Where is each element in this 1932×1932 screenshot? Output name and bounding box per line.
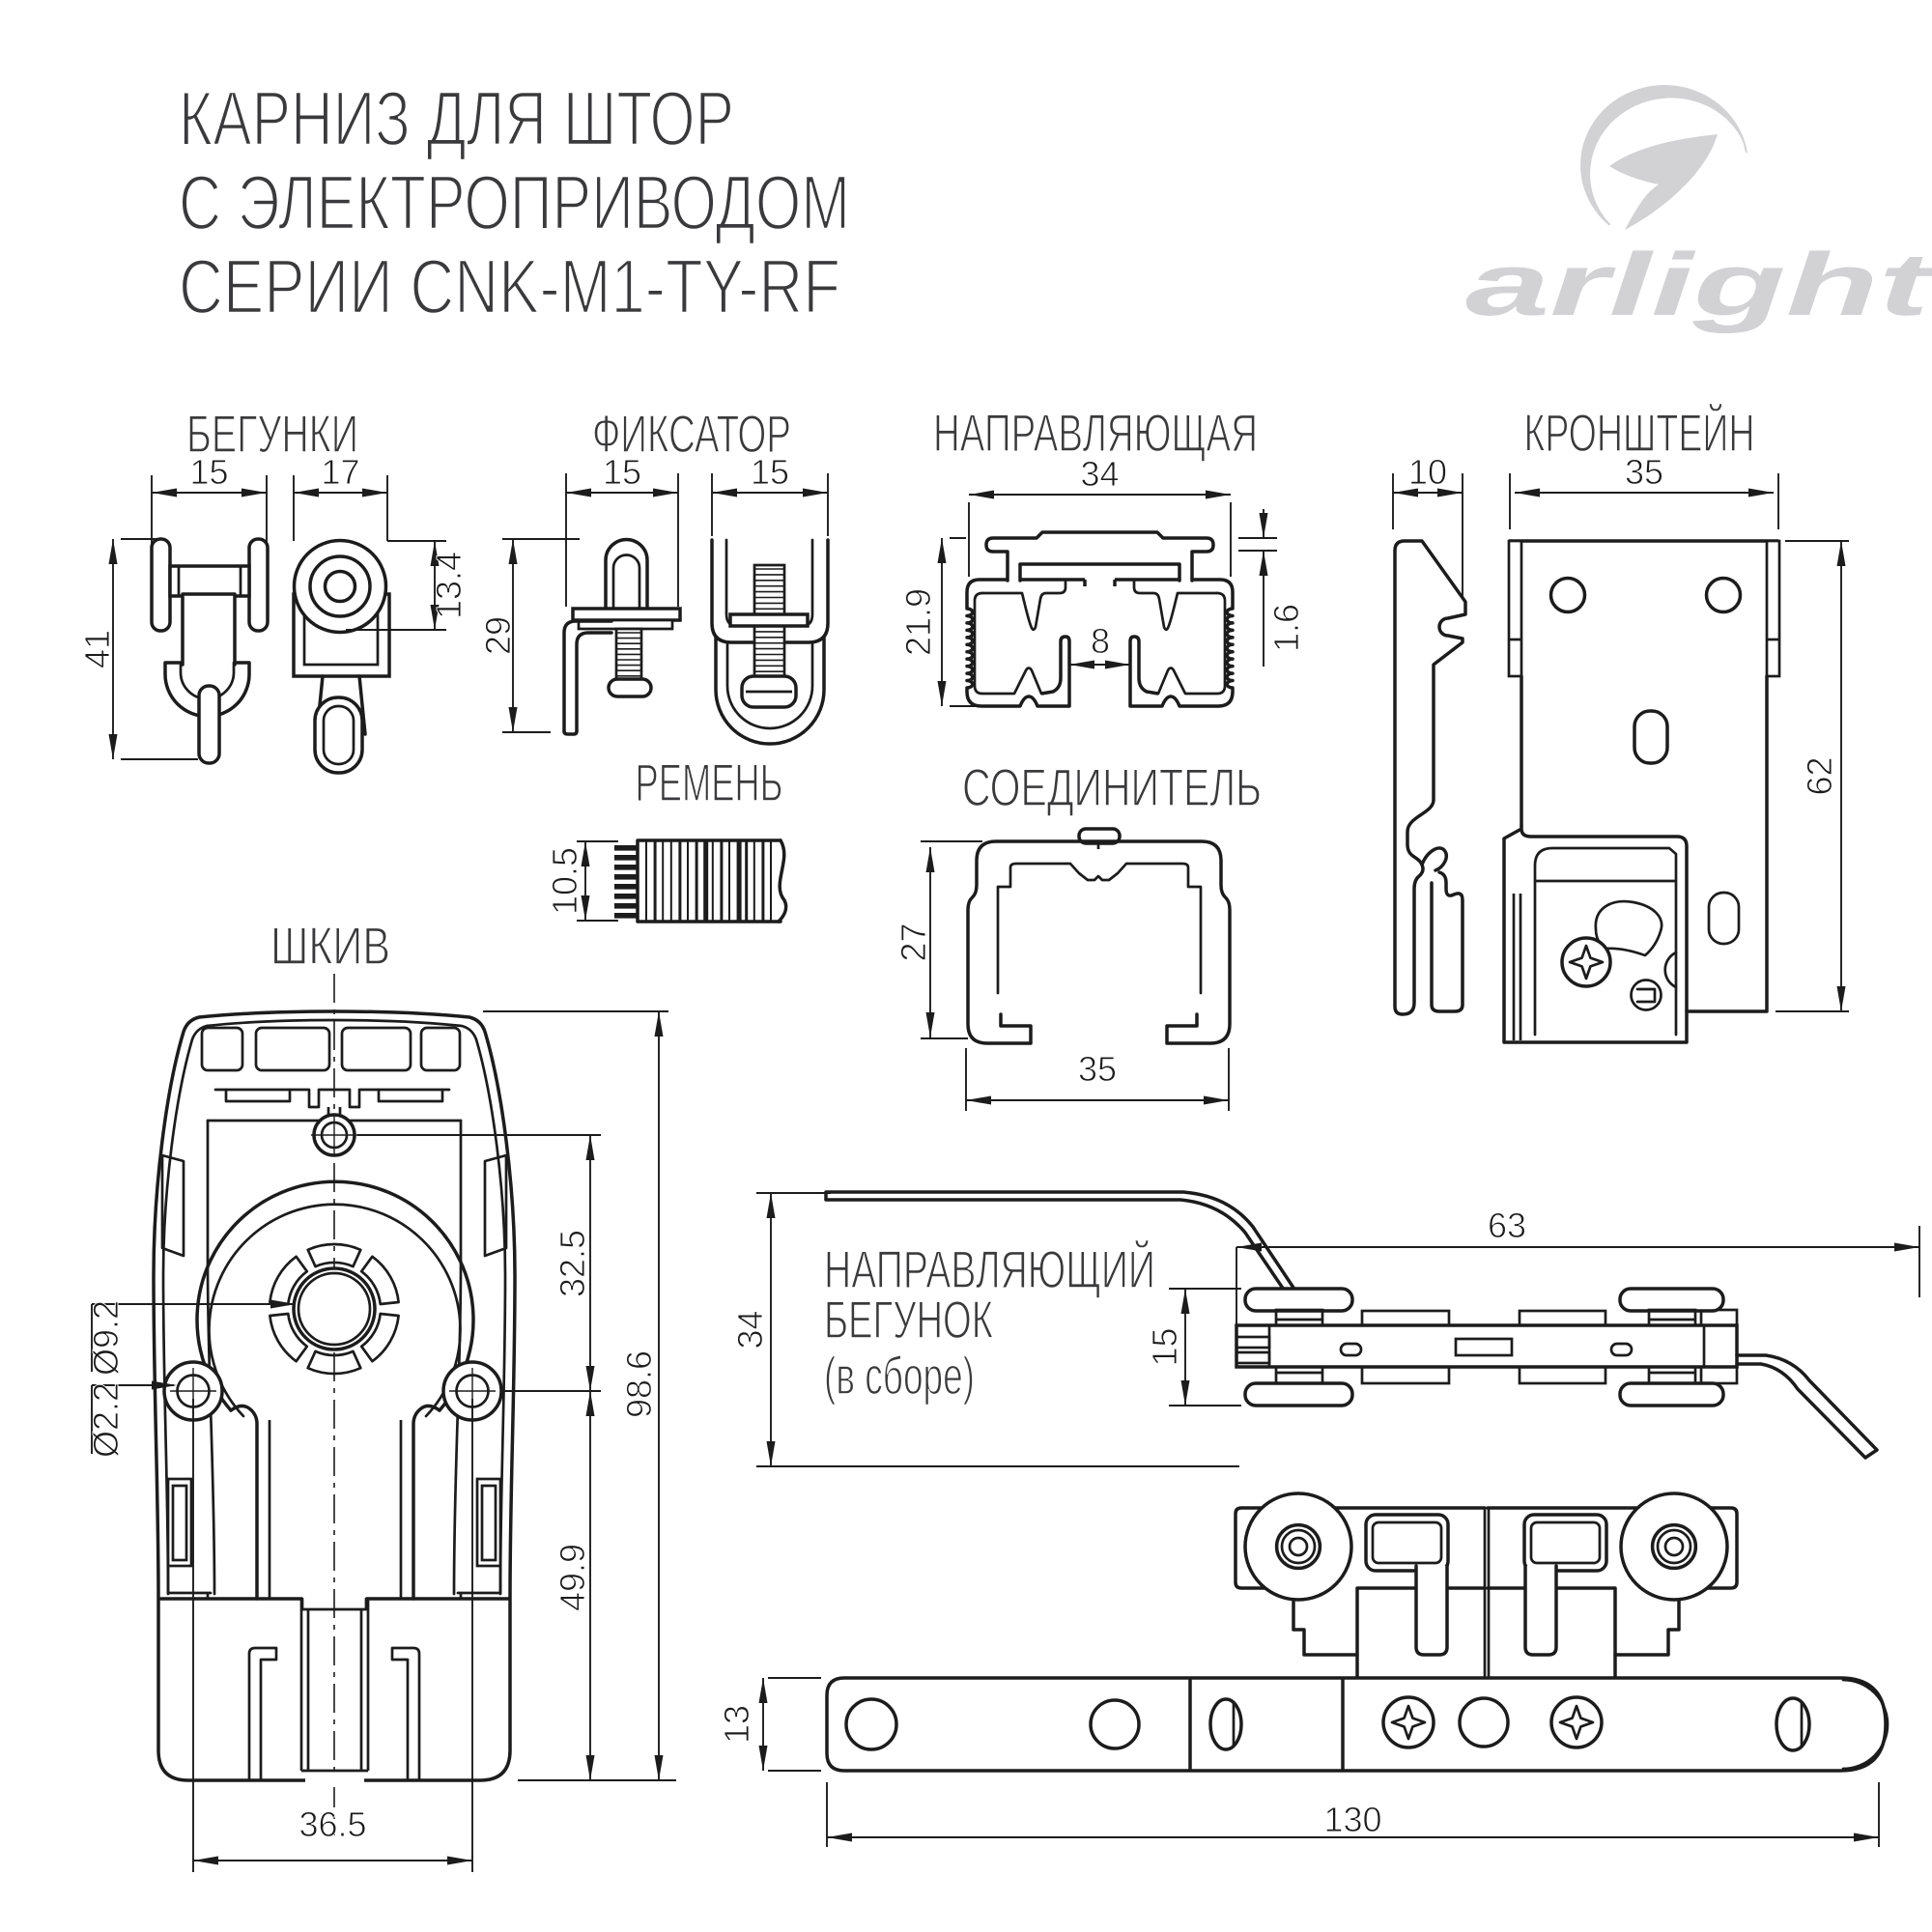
svg-text:(в сборе): (в сборе): [824, 1346, 975, 1406]
svg-text:10.5: 10.5: [545, 847, 584, 915]
svg-text:62: 62: [1800, 756, 1839, 795]
svg-text:130: 130: [1323, 1800, 1381, 1839]
svg-text:Ø2.2: Ø2.2: [86, 1382, 126, 1458]
svg-text:41: 41: [77, 630, 117, 668]
svg-text:29: 29: [478, 616, 518, 655]
svg-text:13: 13: [717, 1705, 756, 1744]
svg-text:КРОНШТЕЙН: КРОНШТЕЙН: [1524, 402, 1755, 463]
svg-text:15: 15: [1145, 1327, 1184, 1366]
svg-text:63: 63: [1488, 1206, 1526, 1245]
svg-text:15: 15: [751, 452, 789, 492]
svg-text:27: 27: [894, 923, 933, 961]
svg-text:35: 35: [1078, 1049, 1117, 1089]
svg-text:34: 34: [730, 1310, 770, 1349]
svg-text:10: 10: [1408, 452, 1447, 492]
svg-text:21.9: 21.9: [898, 588, 938, 656]
svg-text:8: 8: [1091, 621, 1110, 661]
svg-text:БЕГУНКИ: БЕГУНКИ: [186, 404, 358, 464]
svg-text:15: 15: [189, 452, 228, 492]
svg-text:1.6: 1.6: [1266, 604, 1306, 652]
svg-text:РЕМЕНЬ: РЕМЕНЬ: [636, 753, 783, 812]
svg-text:НАПРАВЛЯЮЩИЙ: НАПРАВЛЯЮЩИЙ: [824, 1238, 1155, 1299]
svg-text:БЕГУНОК: БЕГУНОК: [824, 1290, 993, 1350]
svg-text:32.5: 32.5: [553, 1230, 592, 1297]
svg-text:НАПРАВЛЯЮЩАЯ: НАПРАВЛЯЮЩАЯ: [933, 403, 1258, 463]
svg-text:34: 34: [1080, 454, 1119, 494]
svg-text:СОЕДИНИТЕЛЬ: СОЕДИНИТЕЛЬ: [962, 757, 1262, 817]
svg-text:arlight: arlight: [1465, 236, 1932, 334]
svg-text:98.6: 98.6: [619, 1350, 659, 1418]
svg-text:ФИКСАТОР: ФИКСАТОР: [592, 404, 791, 464]
svg-text:ШКИВ: ШКИВ: [270, 916, 390, 976]
svg-text:СЕРИИ CNK-M1-TY-RF: СЕРИИ CNK-M1-TY-RF: [179, 243, 840, 329]
svg-text:35: 35: [1625, 452, 1663, 492]
svg-text:36.5: 36.5: [298, 1804, 366, 1844]
svg-text:Ø9.2: Ø9.2: [86, 1300, 126, 1376]
svg-text:КАРНИЗ ДЛЯ ШТОР: КАРНИЗ ДЛЯ ШТОР: [179, 75, 734, 161]
svg-text:13.4: 13.4: [429, 552, 469, 619]
svg-text:С ЭЛЕКТРОПРИВОДОМ: С ЭЛЕКТРОПРИВОДОМ: [179, 159, 850, 245]
svg-text:49.9: 49.9: [553, 1544, 592, 1611]
svg-text:17: 17: [321, 452, 359, 492]
svg-text:15: 15: [603, 452, 641, 492]
